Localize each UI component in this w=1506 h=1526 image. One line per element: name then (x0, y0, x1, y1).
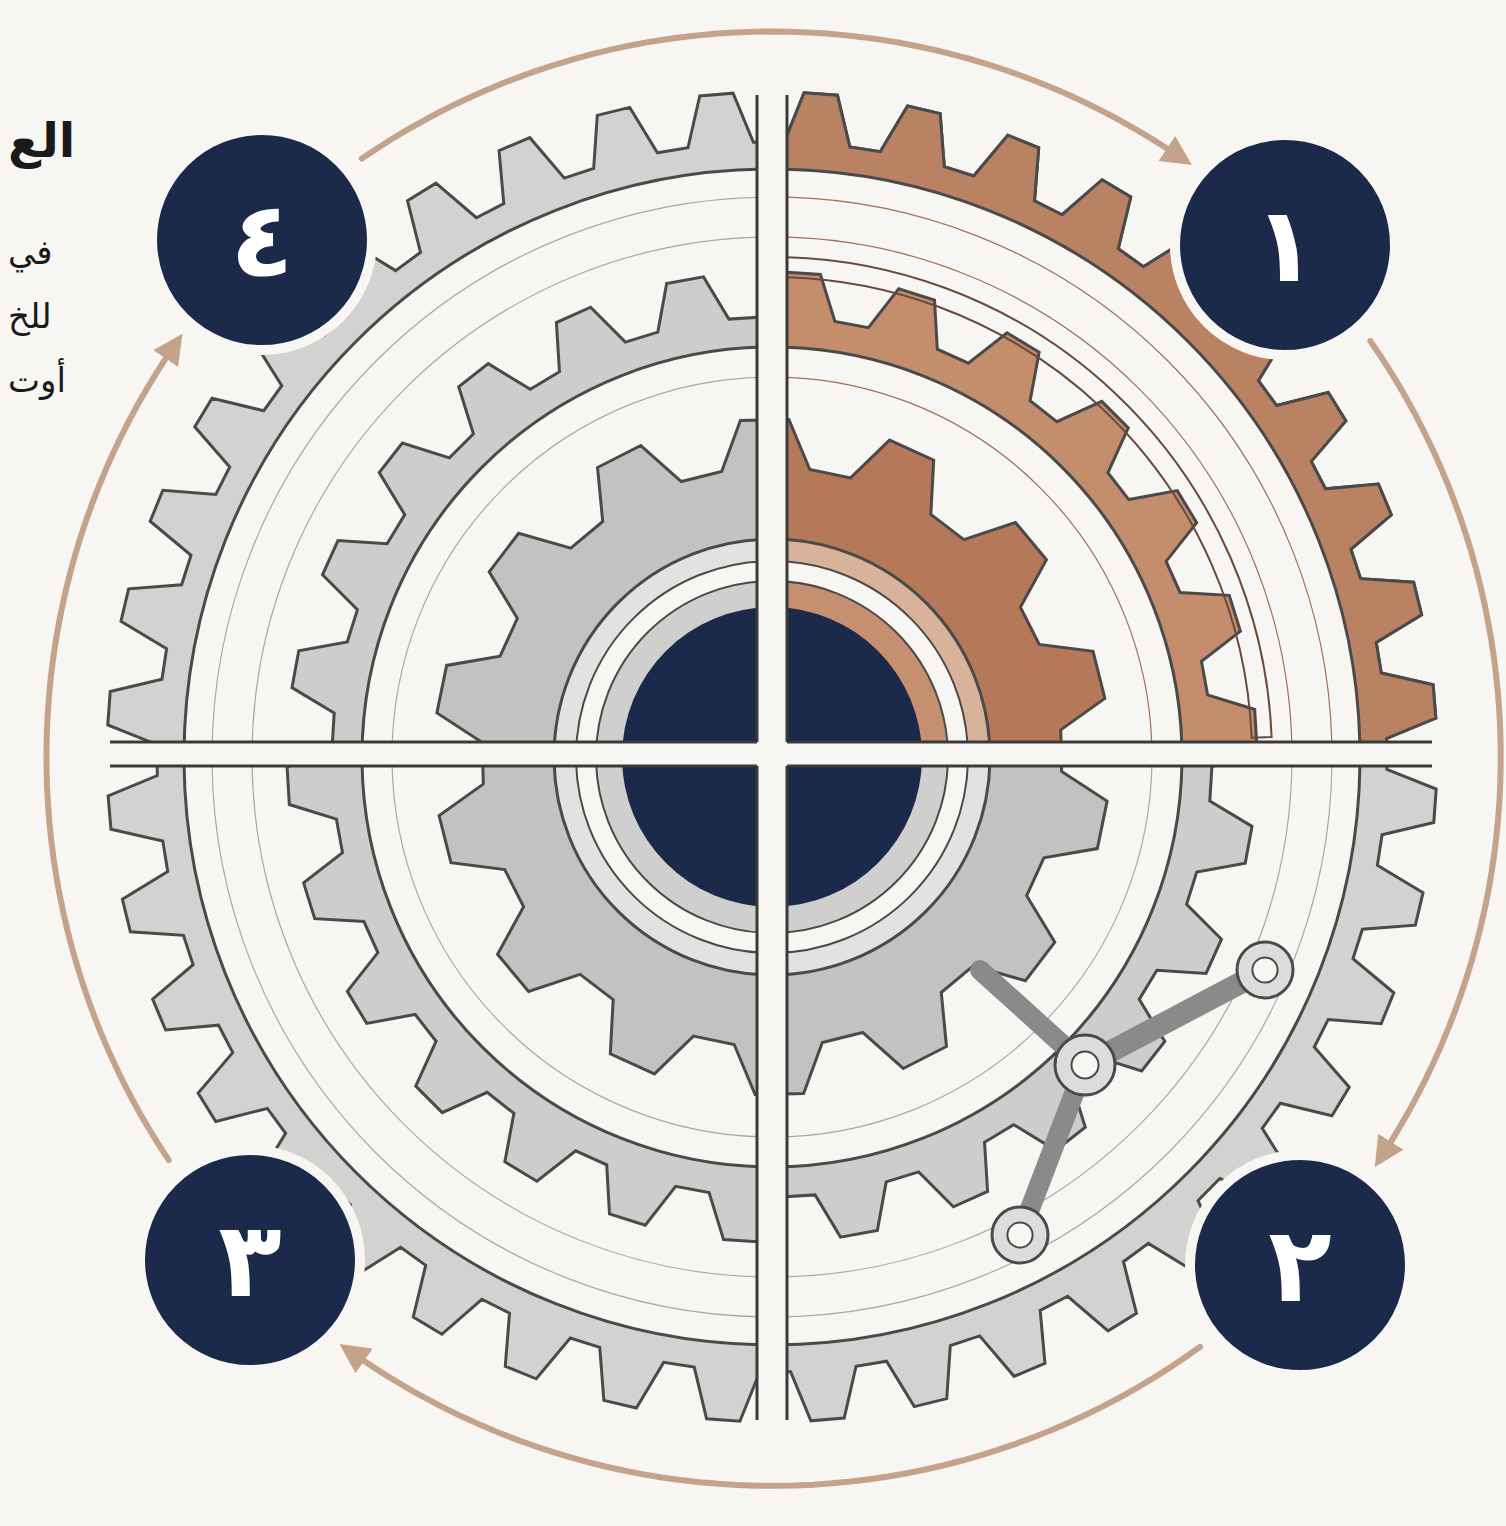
quadrant-edge (786, 95, 789, 742)
gap (60, 742, 1460, 766)
outer-gear (787, 93, 1436, 742)
callout-number: ٤ (230, 188, 293, 292)
number-circle: ٤ (147, 125, 377, 355)
quadrant-edge (110, 765, 757, 768)
hub-ring (787, 581, 948, 742)
heading-fragment: الع (8, 112, 75, 170)
hub-ring (787, 539, 990, 742)
cycle-arrow (1370, 341, 1500, 1157)
quadrant-edge (110, 741, 757, 744)
callout-number: ١ (1253, 193, 1316, 297)
body-fragment: أوت (8, 360, 66, 401)
hub (787, 607, 922, 742)
callout-number: ٢ (1268, 1213, 1331, 1317)
quadrant-edge (786, 766, 789, 1420)
number-circle: ١ (1170, 130, 1400, 360)
number-circle: ٣ (135, 1145, 365, 1375)
number-circle: ٢ (1185, 1150, 1415, 1380)
cycle-arrow (349, 1347, 1200, 1486)
guide-line (787, 377, 1152, 742)
copper-gears (787, 93, 1436, 742)
quadrant-edge (756, 95, 759, 742)
cycle-arrow (46, 344, 175, 1160)
cycle-arrow (362, 32, 1182, 159)
body-fragment: للخ (8, 296, 52, 337)
hub-ring (787, 561, 968, 742)
body-fragment: في (8, 232, 53, 273)
gear-ring (787, 347, 1182, 742)
quadrant-edge (787, 741, 1432, 744)
quadrant-edge (756, 766, 759, 1420)
gear-ring (787, 169, 1360, 742)
inner-gear (787, 419, 1107, 742)
callout-number: ٣ (218, 1208, 281, 1312)
middle-gear (787, 272, 1257, 742)
quadrant-arrow (787, 257, 1272, 738)
quadrant-edge (787, 765, 1432, 768)
